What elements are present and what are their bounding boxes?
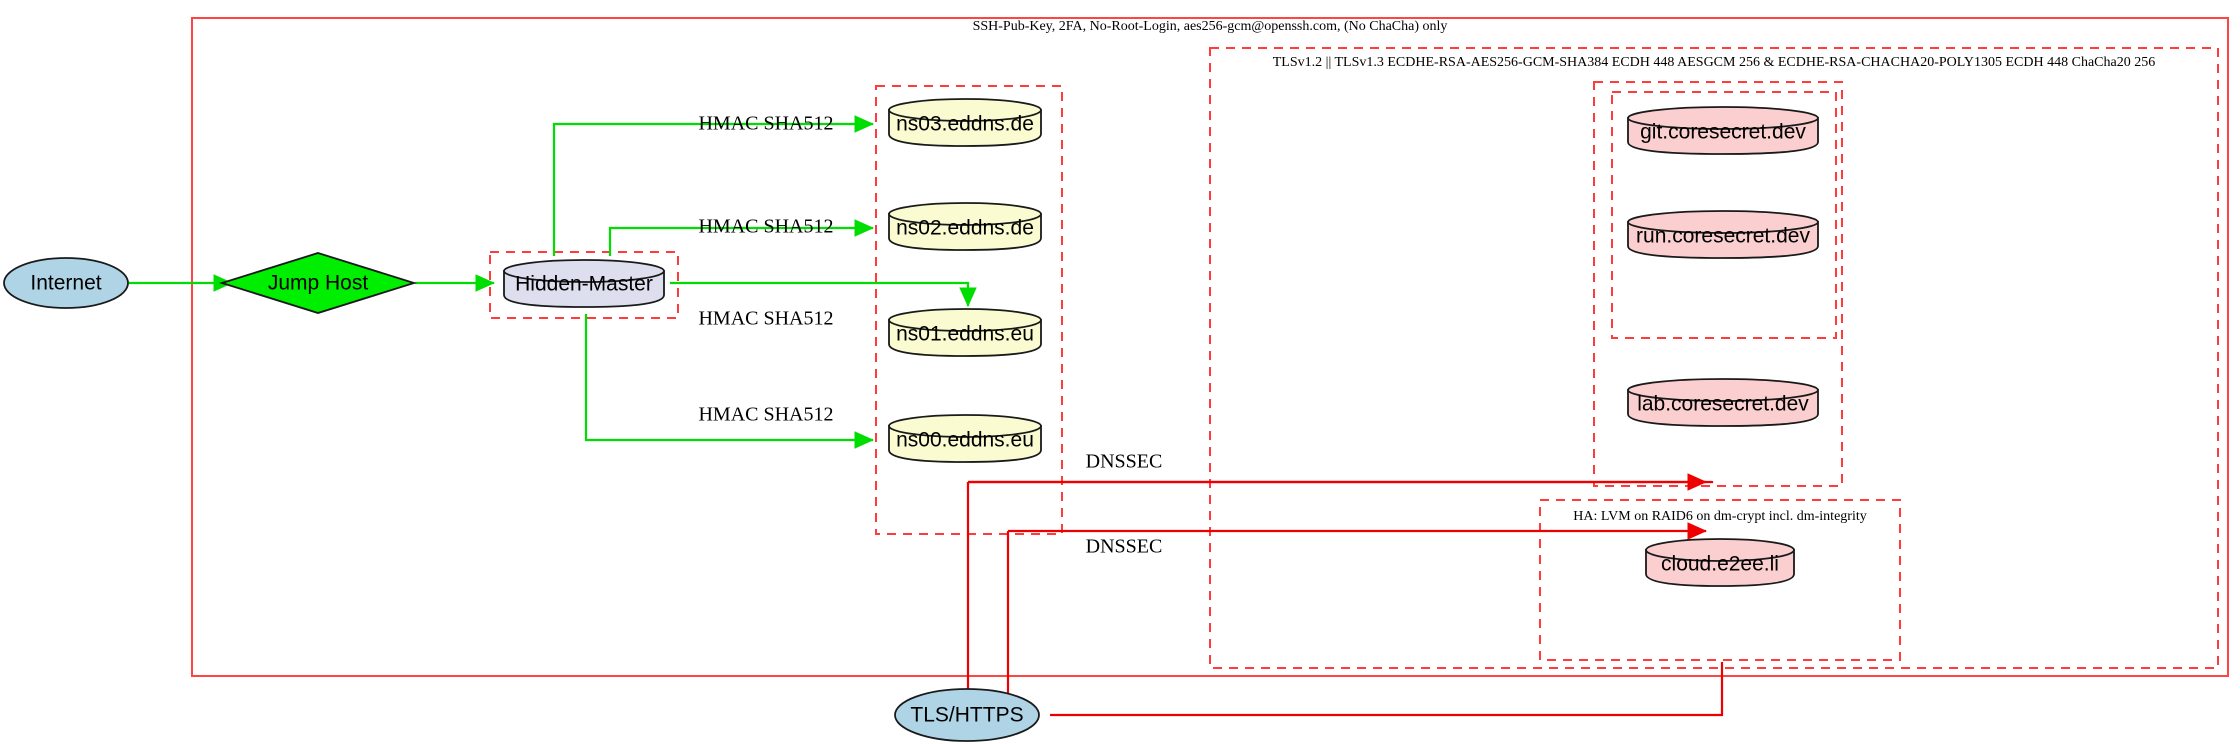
node-ns03-label: ns03.eddns.de <box>896 113 1034 136</box>
edge-tls-to-cluster-right <box>1050 662 1724 717</box>
node-ns01[interactable]: ns01.eddns.eu <box>888 308 1042 357</box>
cluster-tls-ciphers: TLSv1.2 || TLSv1.3 ECDHE-RSA-AES256-GCM-… <box>1209 47 2219 669</box>
cluster-tls-ciphers-label: TLSv1.2 || TLSv1.3 ECDHE-RSA-AES256-GCM-… <box>1273 55 2155 70</box>
edge-label-hmac-ns01: HMAC SHA512 <box>698 308 833 330</box>
node-internet[interactable]: Internet <box>3 257 129 309</box>
cluster-ha-storage-label: HA: LVM on RAID6 on dm-crypt incl. dm-in… <box>1573 509 1866 524</box>
node-hidden-master-label: Hidden-Master <box>515 273 653 296</box>
node-ns02-label: ns02.eddns.de <box>896 217 1034 240</box>
node-ns02[interactable]: ns02.eddns.de <box>888 202 1042 251</box>
cluster-coresecret-inner <box>1611 91 1837 339</box>
edge-hiddenmaster-to-ns01 <box>670 281 977 308</box>
edge-label-hmac-ns02: HMAC SHA512 <box>698 216 833 238</box>
node-ns01-label: ns01.eddns.eu <box>896 323 1034 346</box>
edge-label-dnssec-upper: DNSSEC <box>1086 451 1163 473</box>
edge-label-hmac-ns03: HMAC SHA512 <box>698 113 833 135</box>
edge-label-dnssec-lower: DNSSEC <box>1086 536 1163 558</box>
node-internet-label: Internet <box>30 272 101 295</box>
cluster-outer-ssh-label: SSH-Pub-Key, 2FA, No-Root-Login, aes256-… <box>973 19 1448 34</box>
node-ns00[interactable]: ns00.eddns.eu <box>888 414 1042 463</box>
node-cloud-e2ee[interactable]: cloud.e2ee.li <box>1645 538 1795 587</box>
edge-label-hmac-ns00: HMAC SHA512 <box>698 404 833 426</box>
edge-hiddenmaster-to-ns03 <box>552 115 875 256</box>
node-cloud-e2ee-label: cloud.e2ee.li <box>1661 553 1779 576</box>
cluster-coresecret-outer <box>1593 81 1843 487</box>
cluster-outer-ssh: SSH-Pub-Key, 2FA, No-Root-Login, aes256-… <box>191 17 2229 677</box>
node-git-coresecret[interactable]: git.coresecret.dev <box>1627 106 1819 155</box>
node-run-coresecret-label: run.coresecret.dev <box>1636 225 1810 248</box>
node-jump-host[interactable]: Jump Host <box>218 252 418 314</box>
cluster-cloud-zone: HA: LVM on RAID6 on dm-crypt incl. dm-in… <box>1539 499 1901 661</box>
node-lab-coresecret-label: lab.coresecret.dev <box>1637 393 1809 416</box>
node-tls-https-label: TLS/HTTPS <box>910 704 1023 727</box>
node-run-coresecret[interactable]: run.coresecret.dev <box>1627 210 1819 259</box>
node-tls-https[interactable]: TLS/HTTPS <box>894 688 1040 742</box>
edge-hiddenmaster-to-ns02 <box>608 219 875 256</box>
node-hidden-master[interactable]: Hidden-Master <box>503 259 665 308</box>
node-ns03[interactable]: ns03.eddns.de <box>888 98 1042 147</box>
edge-hiddenmaster-to-ns00 <box>584 314 875 449</box>
node-jump-host-label: Jump Host <box>268 272 369 295</box>
node-git-coresecret-label: git.coresecret.dev <box>1640 121 1806 144</box>
node-lab-coresecret[interactable]: lab.coresecret.dev <box>1627 378 1819 427</box>
node-ns00-label: ns00.eddns.eu <box>896 429 1034 452</box>
